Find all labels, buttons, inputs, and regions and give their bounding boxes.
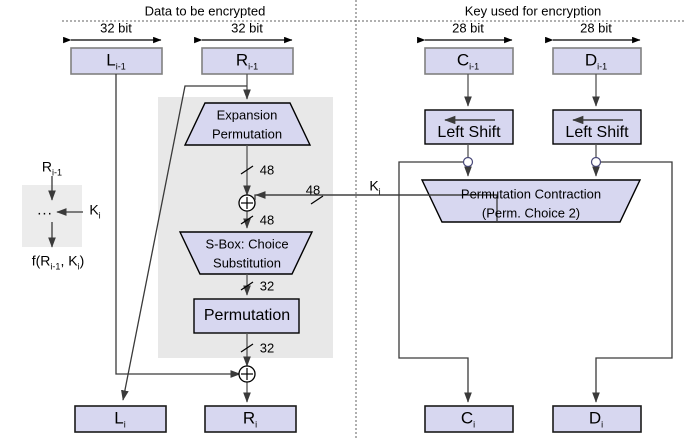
legend-input-label: Ri-1 (41, 158, 63, 178)
shape-permutation (193, 298, 300, 334)
label-d-prev: Di-1 (584, 50, 608, 72)
box-d-prev (552, 47, 642, 75)
output-registers (74, 405, 642, 433)
header-key-section: Key used for encryption (464, 3, 602, 19)
bit-label-sbox-out: 32 (259, 278, 275, 294)
shape-left-shift-2 (552, 109, 642, 145)
width-label-data-left: 32 bit (100, 20, 132, 36)
label-c-prev: Ci-1 (456, 50, 480, 72)
shape-left-shift-1 (424, 109, 514, 145)
bit-label-xor-out: 48 (259, 212, 275, 228)
width-label-key-right: 28 bit (580, 20, 612, 36)
header-data-section: Data to be encrypted (144, 3, 266, 19)
label-sbox-line1: S-Box: Choice (205, 236, 289, 252)
legend-graphic (22, 176, 83, 248)
shape-permutation-contraction (420, 179, 642, 223)
label-left-shift-1: Left Shift (437, 124, 501, 141)
label-permutation: Permutation (203, 307, 291, 324)
section-dividers (62, 0, 686, 439)
label-l-prev: Li-1 (106, 50, 126, 72)
box-c-prev (424, 47, 514, 75)
box-r-next (204, 405, 297, 433)
label-l-next: Li (114, 408, 126, 430)
key-path-wires (254, 74, 673, 403)
box-d-next (552, 405, 642, 433)
width-label-data-right: 32 bit (231, 20, 263, 36)
label-left-shift-2: Left Shift (565, 124, 629, 141)
shape-sbox-substitution (178, 231, 314, 275)
box-l-prev (70, 47, 163, 75)
label-sbox-line2: Substitution (213, 255, 281, 271)
bit-label-perm-out: 32 (259, 340, 275, 356)
key-tap-junction-nodes (462, 156, 602, 168)
label-expansion-line1: Expansion (216, 107, 278, 123)
width-label-key-left: 28 bit (452, 20, 484, 36)
label-c-next: Ci (460, 408, 476, 430)
bit-label-expansion-out: 48 (259, 162, 275, 178)
label-r-next: Ri (242, 408, 258, 430)
bitwidth-slash-ticks (240, 165, 324, 353)
bit-label-key-in: 48 (305, 182, 321, 198)
box-c-next (424, 405, 514, 433)
legend-dots: ... (37, 201, 53, 219)
legend-output-label: f(Ri-1, Ki) (31, 252, 85, 272)
legend-key-label: Ki (89, 201, 101, 221)
input-registers (70, 47, 642, 75)
shape-expansion-permutation (183, 102, 312, 146)
label-d-next: Di (588, 408, 604, 430)
label-subkey-ki: Ki (369, 177, 381, 197)
xor-operator-upper (238, 194, 256, 212)
label-expansion-line2: Permutation (211, 126, 283, 142)
label-contraction-line1: Permutation Contraction (460, 186, 602, 202)
label-contraction-line2: (Perm. Choice 2) (481, 205, 581, 221)
label-r-prev: Ri-1 (235, 50, 259, 72)
box-l-next (74, 405, 167, 433)
xor-operator-lower (238, 365, 256, 383)
